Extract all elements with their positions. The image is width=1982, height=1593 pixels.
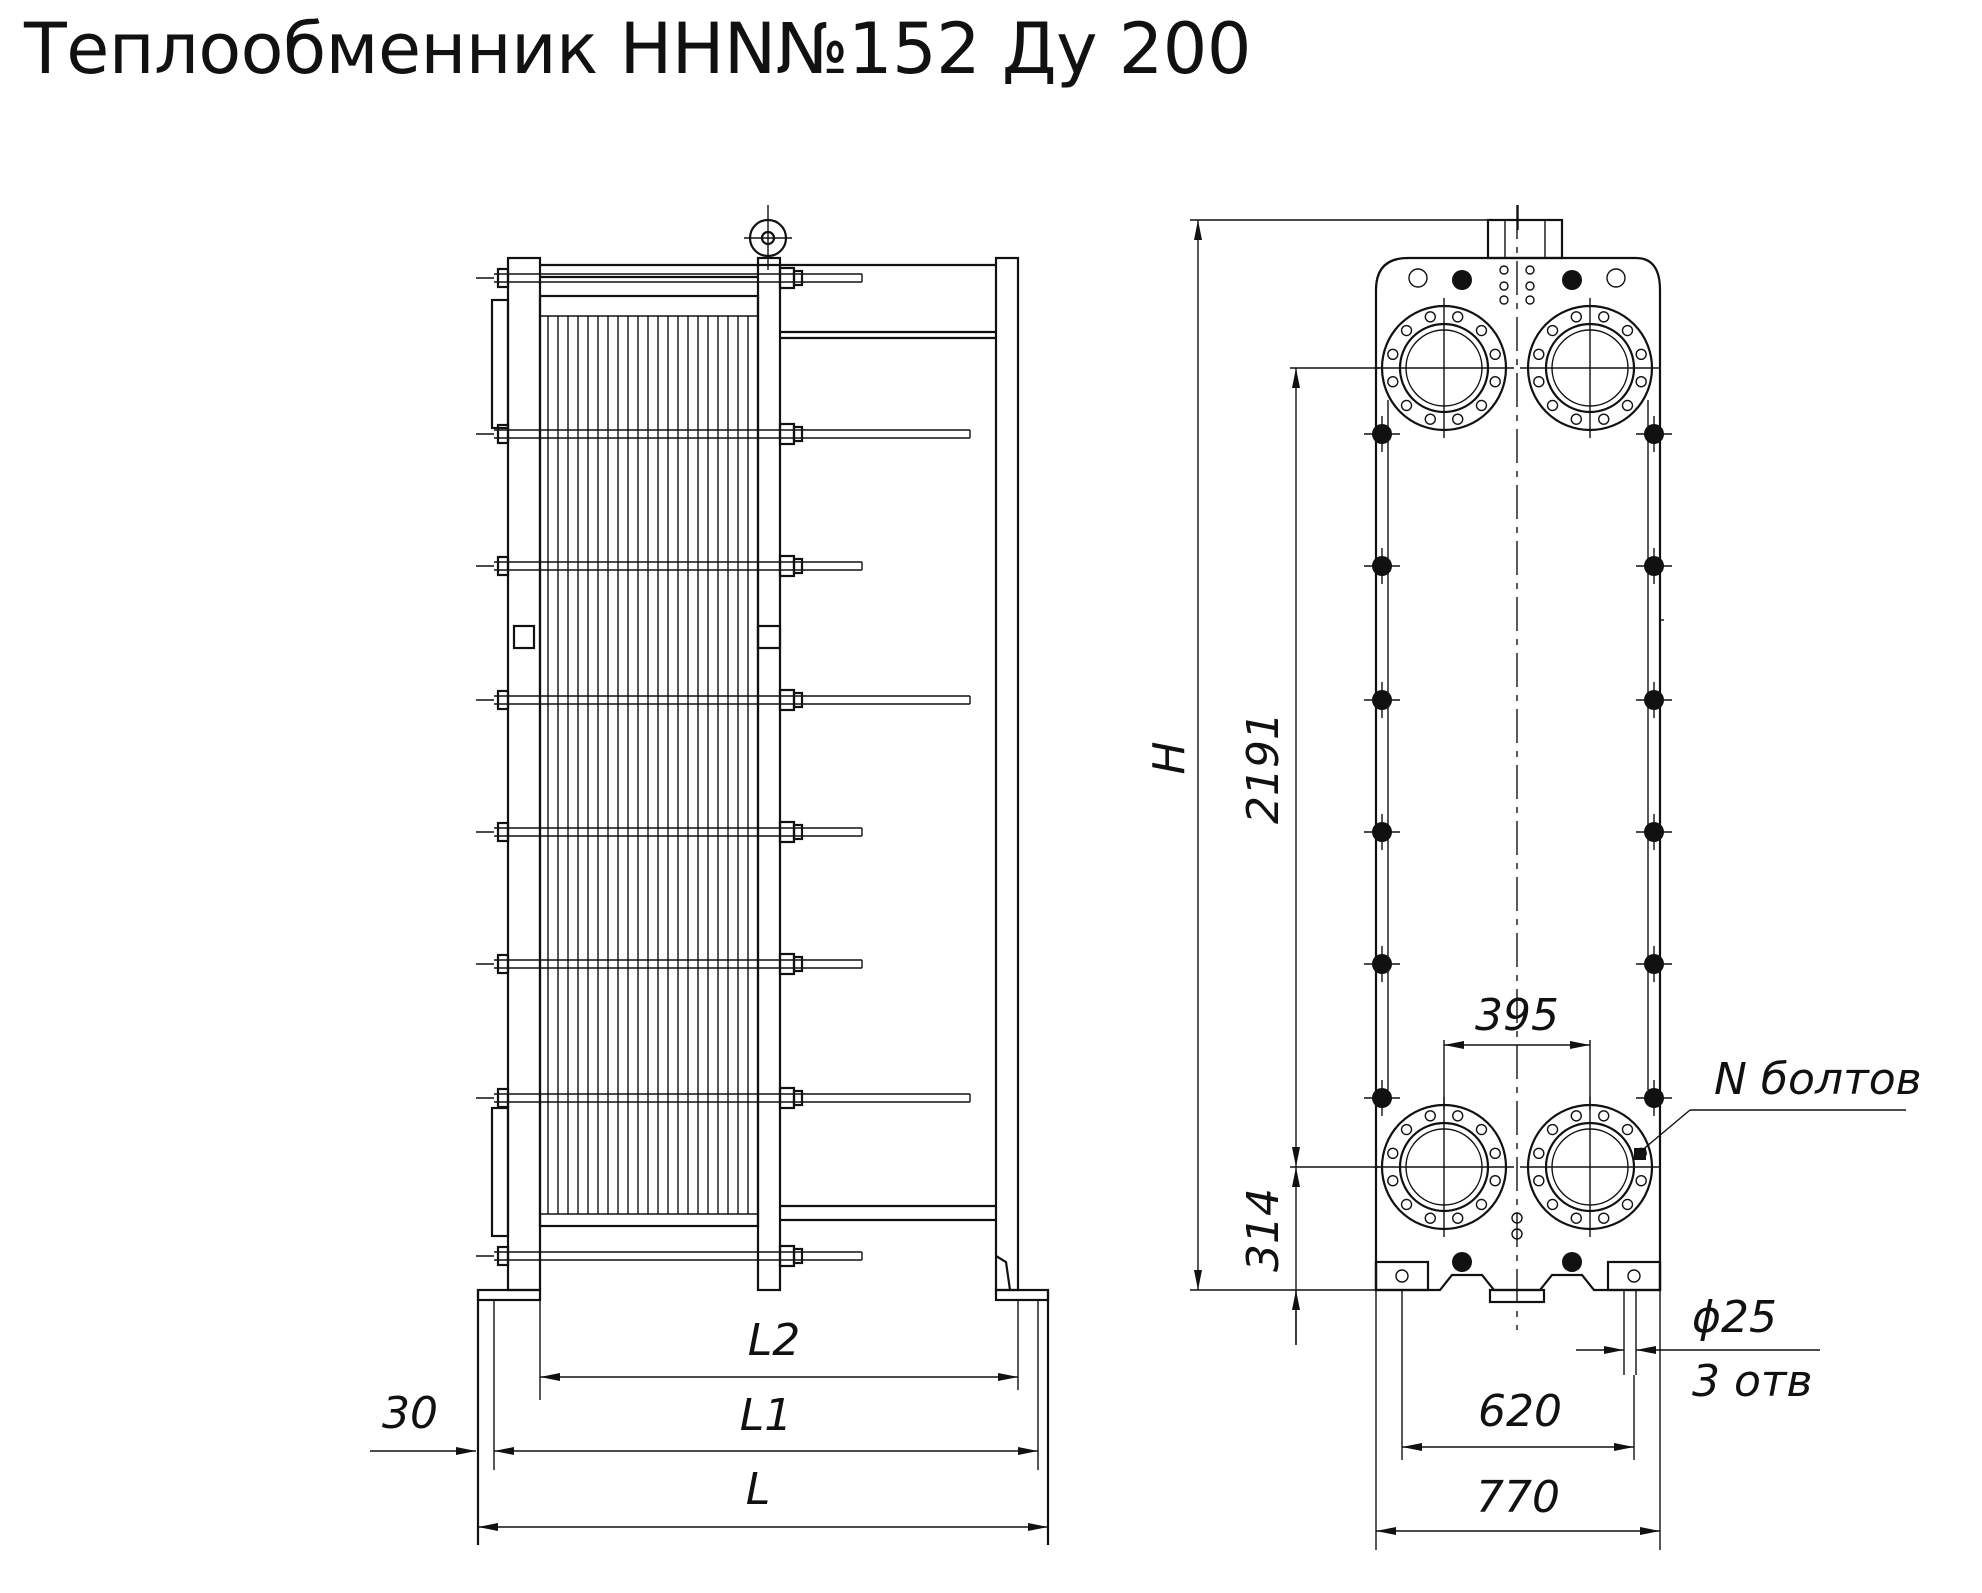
front-plate-outline bbox=[1374, 256, 1662, 1290]
tie-bolt bbox=[476, 1086, 971, 1110]
heat-plates bbox=[540, 315, 758, 1215]
tie-bolt bbox=[476, 688, 971, 712]
frame-bolt bbox=[1364, 548, 1400, 584]
dim-L2: L2 bbox=[748, 1315, 801, 1366]
fixed-plate-bracket-top bbox=[490, 298, 510, 430]
flanges bbox=[1374, 298, 1660, 1237]
dim-770: 770 bbox=[1476, 1472, 1560, 1523]
hole-diameter: ϕ25 bbox=[1692, 1292, 1777, 1343]
frame-bolt bbox=[1636, 416, 1672, 452]
nozzle-flange bbox=[1520, 1097, 1660, 1237]
fixed-plate-bracket-bottom bbox=[490, 1106, 510, 1238]
dim-30: 30 bbox=[382, 1388, 438, 1439]
dim-L: L bbox=[746, 1464, 771, 1515]
frame-bolt bbox=[1364, 682, 1400, 718]
fixed-plate bbox=[506, 256, 542, 1292]
frame-bolt bbox=[1364, 1080, 1400, 1116]
frame-bolt bbox=[1636, 1080, 1672, 1116]
dim-314: 314 bbox=[1238, 1188, 1289, 1272]
side-view: L2 L1 30 L bbox=[370, 205, 1050, 1545]
dim-2191: 2191 bbox=[1238, 712, 1289, 824]
nozzle-flange bbox=[1374, 298, 1514, 438]
left-foot bbox=[476, 1288, 542, 1302]
tie-bolt bbox=[476, 1244, 863, 1268]
pressure-plate bbox=[756, 256, 782, 1292]
nozzle-flange bbox=[1374, 1097, 1514, 1237]
tie-bolt bbox=[476, 554, 863, 578]
nozzle-flange bbox=[1520, 298, 1660, 438]
tie-bolt bbox=[476, 422, 971, 446]
tie-bolt bbox=[476, 952, 863, 976]
tie-bolt bbox=[476, 820, 863, 844]
frame-bolt bbox=[1636, 946, 1672, 982]
bolts-label: N болтов bbox=[1714, 1054, 1922, 1105]
frame-bolt bbox=[1636, 548, 1672, 584]
dim-H: H bbox=[1144, 741, 1195, 774]
dim-620: 620 bbox=[1478, 1386, 1562, 1437]
hole-count: 3 отв bbox=[1692, 1356, 1812, 1407]
frame-bolt bbox=[1636, 682, 1672, 718]
tie-bolts bbox=[476, 266, 971, 1268]
tie-bolt bbox=[476, 266, 863, 290]
dim-395: 395 bbox=[1475, 990, 1559, 1041]
front-view: H 2191 314 395 N болтов ϕ25 3 отв 620 bbox=[1144, 205, 1922, 1550]
support-column bbox=[994, 256, 1020, 1292]
dim-L1: L1 bbox=[740, 1390, 793, 1441]
right-foot bbox=[994, 1288, 1050, 1302]
frame-bolt bbox=[1364, 416, 1400, 452]
frame-bolt bbox=[1364, 814, 1400, 850]
page-title: Теплообменник ННN№152 Ду 200 bbox=[24, 8, 1251, 90]
side-bolts bbox=[1364, 416, 1672, 1116]
frame-bolt bbox=[1636, 814, 1672, 850]
plate-pack bbox=[538, 294, 760, 1228]
frame-bolt bbox=[1364, 946, 1400, 982]
